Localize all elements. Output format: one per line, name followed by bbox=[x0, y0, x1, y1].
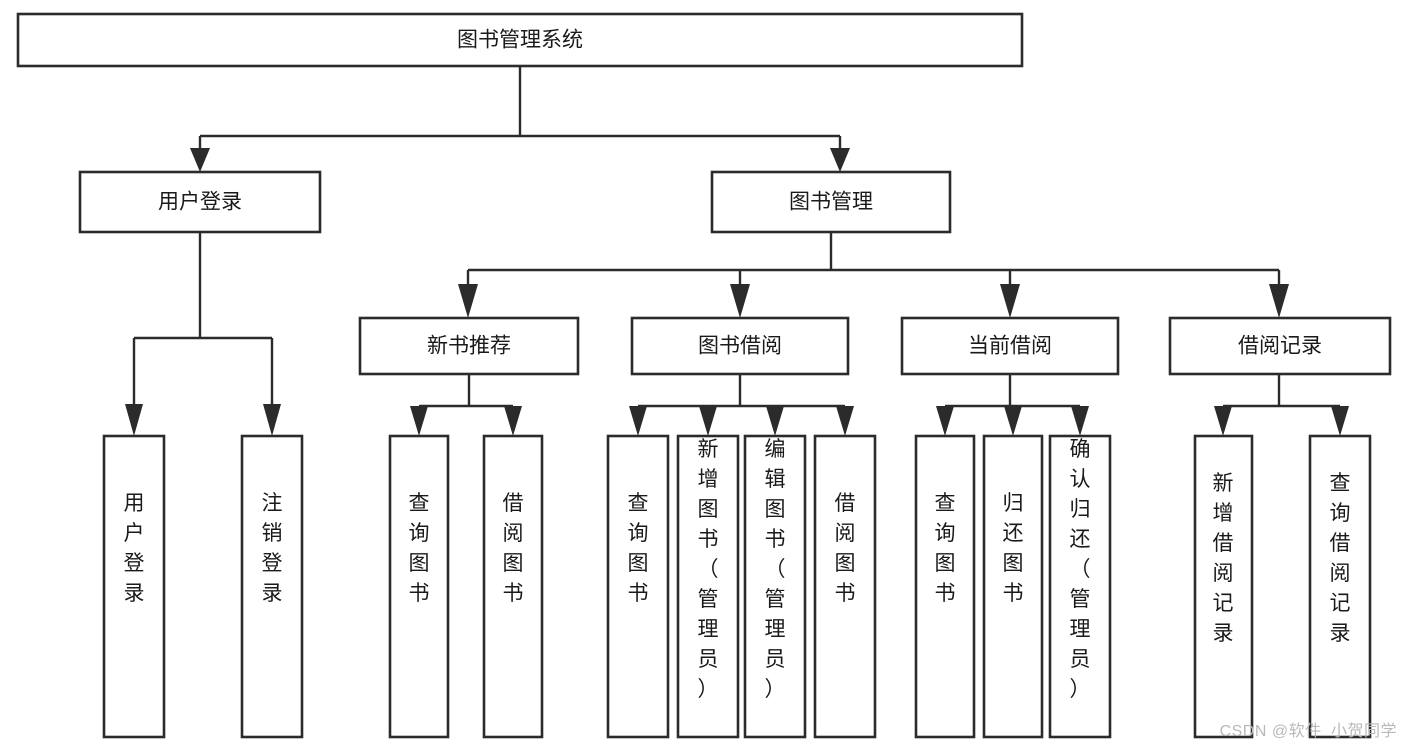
node-leaf-add-record-label: 新增借阅记录 bbox=[1213, 472, 1234, 645]
arrow-head-borrow-record bbox=[1269, 284, 1289, 318]
node-leaf-query-book-cur-box[interactable] bbox=[914, 434, 976, 739]
node-leaf-query-record-box[interactable] bbox=[1308, 434, 1372, 739]
edge-newbookrec-to-leaves bbox=[410, 374, 522, 436]
edge-currentborrow-to-leaves bbox=[936, 374, 1089, 436]
arrow-head-leaf-edit-book bbox=[766, 406, 784, 436]
node-book-manage-box[interactable] bbox=[710, 170, 952, 234]
node-current-borrow-label: 当前借阅 bbox=[968, 335, 1052, 358]
node-leaf-edit-book-box[interactable] bbox=[743, 434, 807, 739]
node-leaf-edit-book-label: 编辑图书（管理员） bbox=[765, 438, 786, 701]
node-borrow-record-label: 借阅记录 bbox=[1238, 335, 1322, 358]
arrow-head-leaf-add-book bbox=[699, 406, 717, 436]
arrow-head-user-login bbox=[190, 148, 210, 172]
arrow-head-leaf-add-record bbox=[1214, 406, 1232, 436]
node-book-manage[interactable]: 图书管理 bbox=[710, 170, 952, 234]
node-leaf-query-book-rec-box[interactable] bbox=[388, 434, 450, 739]
node-leaf-return-book[interactable]: 归还图书 bbox=[982, 434, 1044, 739]
node-root-label: 图书管理系统 bbox=[457, 29, 583, 52]
node-borrow-record-box[interactable] bbox=[1168, 316, 1392, 376]
node-leaf-confirm-return-box[interactable] bbox=[1048, 434, 1112, 739]
node-new-book-rec-label: 新书推荐 bbox=[427, 335, 511, 358]
node-user-login-label: 用户登录 bbox=[158, 191, 242, 214]
node-book-borrow-label: 图书借阅 bbox=[698, 335, 782, 358]
node-leaf-edit-book[interactable]: 编辑图书（管理员） bbox=[743, 434, 807, 739]
node-root-box[interactable] bbox=[16, 12, 1024, 68]
arrow-head-leaf-borrow-book-rec bbox=[504, 406, 522, 436]
node-book-borrow-box[interactable] bbox=[630, 316, 850, 376]
node-leaf-query-record-label: 查询借阅记录 bbox=[1330, 472, 1351, 645]
node-leaf-add-record[interactable]: 新增借阅记录 bbox=[1193, 434, 1254, 739]
arrow-head-book-borrow bbox=[730, 284, 750, 318]
arrow-head-leaf-query-book-rec bbox=[410, 406, 428, 436]
node-leaf-query-book-cur-label: 查询图书 bbox=[935, 492, 956, 605]
node-leaf-user-logout-label: 注销登录 bbox=[262, 492, 283, 605]
node-leaf-borrow-book-label: 借阅图书 bbox=[835, 492, 856, 605]
arrow-head-leaf-user-logout bbox=[263, 404, 281, 436]
arrow-head-leaf-query-book-borrow bbox=[629, 406, 647, 436]
arrow-head-current-borrow bbox=[1000, 284, 1020, 318]
node-leaf-add-book-label: 新增图书（管理员） bbox=[698, 438, 719, 701]
node-leaf-borrow-book-rec-box[interactable] bbox=[482, 434, 544, 739]
node-leaf-query-book-rec-label: 查询图书 bbox=[409, 492, 430, 605]
node-user-login[interactable]: 用户登录 bbox=[78, 170, 322, 234]
node-leaf-borrow-book-rec[interactable]: 借阅图书 bbox=[482, 434, 544, 739]
node-leaf-return-book-box[interactable] bbox=[982, 434, 1044, 739]
edge-bookborrow-to-leaves bbox=[629, 374, 854, 436]
node-new-book-rec[interactable]: 新书推荐 bbox=[358, 316, 580, 376]
node-leaf-query-book-borrow-label: 查询图书 bbox=[628, 492, 649, 605]
arrow-head-leaf-confirm-return bbox=[1071, 406, 1089, 436]
node-leaf-borrow-book-box[interactable] bbox=[813, 434, 877, 739]
node-user-login-box[interactable] bbox=[78, 170, 322, 234]
node-leaf-query-book-cur[interactable]: 查询图书 bbox=[914, 434, 976, 739]
arrow-head-leaf-return-book bbox=[1004, 406, 1022, 436]
node-current-borrow[interactable]: 当前借阅 bbox=[900, 316, 1120, 376]
edge-root-to-level2 bbox=[190, 66, 850, 172]
node-leaf-user-logout[interactable]: 注销登录 bbox=[240, 434, 304, 739]
node-root[interactable]: 图书管理系统 bbox=[16, 12, 1024, 68]
node-leaf-query-record[interactable]: 查询借阅记录 bbox=[1308, 434, 1372, 739]
node-layer: 图书管理系统 用户登录 图书管理 新书推荐 图书借阅 当前借阅 借阅记录 bbox=[16, 12, 1392, 739]
arrow-head-leaf-query-record bbox=[1331, 406, 1349, 436]
arrow-head-leaf-user-login bbox=[125, 404, 143, 436]
arrow-head-leaf-borrow-book bbox=[836, 406, 854, 436]
edge-borrowrecord-to-leaves bbox=[1214, 374, 1349, 436]
node-leaf-query-book-borrow-box[interactable] bbox=[606, 434, 670, 739]
arrow-head-book-manage bbox=[830, 148, 850, 172]
node-leaf-user-login[interactable]: 用户登录 bbox=[102, 434, 166, 739]
node-leaf-add-record-box[interactable] bbox=[1193, 434, 1254, 739]
node-leaf-query-book-borrow[interactable]: 查询图书 bbox=[606, 434, 670, 739]
node-leaf-user-login-box[interactable] bbox=[102, 434, 166, 739]
node-leaf-user-login-label: 用户登录 bbox=[124, 492, 145, 605]
node-leaf-borrow-book-rec-label: 借阅图书 bbox=[503, 492, 524, 605]
node-leaf-add-book-box[interactable] bbox=[676, 434, 740, 739]
node-leaf-add-book[interactable]: 新增图书（管理员） bbox=[676, 434, 740, 739]
node-borrow-record[interactable]: 借阅记录 bbox=[1168, 316, 1392, 376]
node-current-borrow-box[interactable] bbox=[900, 316, 1120, 376]
node-leaf-confirm-return-label: 确认归还（管理员） bbox=[1070, 438, 1091, 701]
node-leaf-query-book-rec[interactable]: 查询图书 bbox=[388, 434, 450, 739]
edge-bookmanage-to-level3 bbox=[458, 232, 1289, 318]
arrow-head-new-book-rec bbox=[458, 284, 478, 318]
node-new-book-rec-box[interactable] bbox=[358, 316, 580, 376]
edge-userlogin-to-leaves bbox=[125, 232, 281, 436]
node-leaf-return-book-label: 归还图书 bbox=[1003, 492, 1024, 605]
node-book-manage-label: 图书管理 bbox=[789, 191, 873, 214]
node-book-borrow[interactable]: 图书借阅 bbox=[630, 316, 850, 376]
node-leaf-user-logout-box[interactable] bbox=[240, 434, 304, 739]
arrow-head-leaf-query-book-cur bbox=[936, 406, 954, 436]
node-leaf-borrow-book[interactable]: 借阅图书 bbox=[813, 434, 877, 739]
edge-layer bbox=[125, 66, 1349, 436]
node-leaf-confirm-return[interactable]: 确认归还（管理员） bbox=[1048, 434, 1112, 739]
